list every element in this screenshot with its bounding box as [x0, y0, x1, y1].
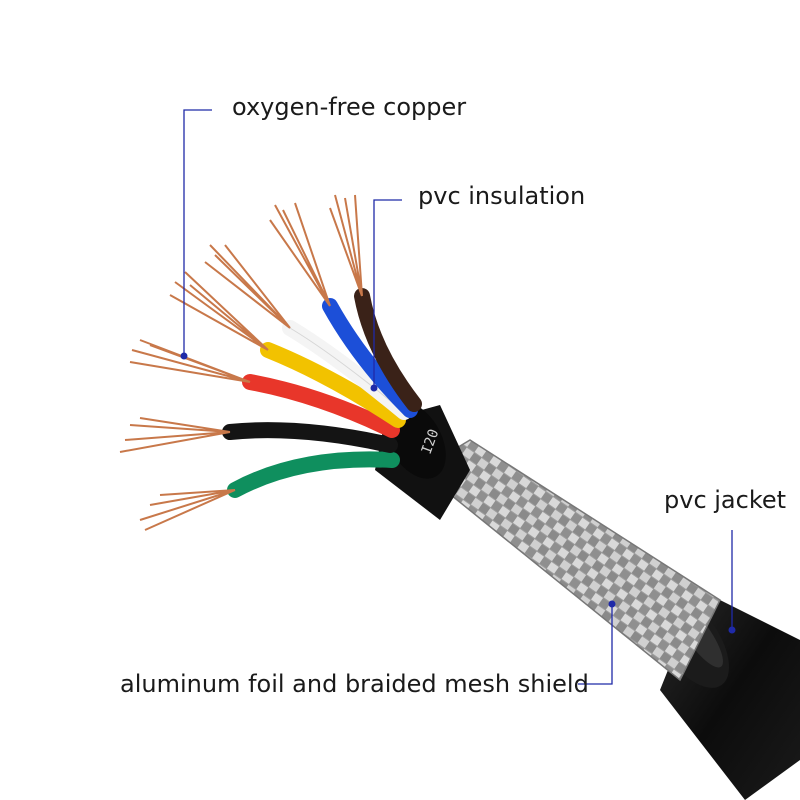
- label-pvc-jacket: pvc jacket: [664, 486, 787, 514]
- wire-yellow: [260, 342, 406, 428]
- label-pvc-insulation: pvc insulation: [418, 182, 586, 210]
- leader-dots: [180, 352, 736, 634]
- leader-lines: [183, 109, 733, 685]
- leader-shield: [578, 604, 613, 685]
- wire-blue: [322, 298, 418, 418]
- leader-insulation: [373, 199, 402, 388]
- wire-brown: [354, 288, 422, 412]
- leader-dot-shield: [608, 600, 616, 608]
- insulated-wires: [222, 288, 422, 498]
- leader-dot-insulation: [370, 384, 378, 392]
- copper-strands: [119, 194, 363, 531]
- wire-red: [242, 374, 400, 438]
- label-braided-mesh-shield: aluminum foil and braided mesh shield: [120, 670, 589, 698]
- leader-copper: [183, 109, 212, 356]
- leader-dot-jacket: [728, 626, 736, 634]
- wire-black: [222, 422, 398, 453]
- wire-green: [227, 451, 400, 498]
- label-oxygen-free-copper: oxygen-free copper: [232, 93, 467, 121]
- leader-dot-copper: [180, 352, 188, 360]
